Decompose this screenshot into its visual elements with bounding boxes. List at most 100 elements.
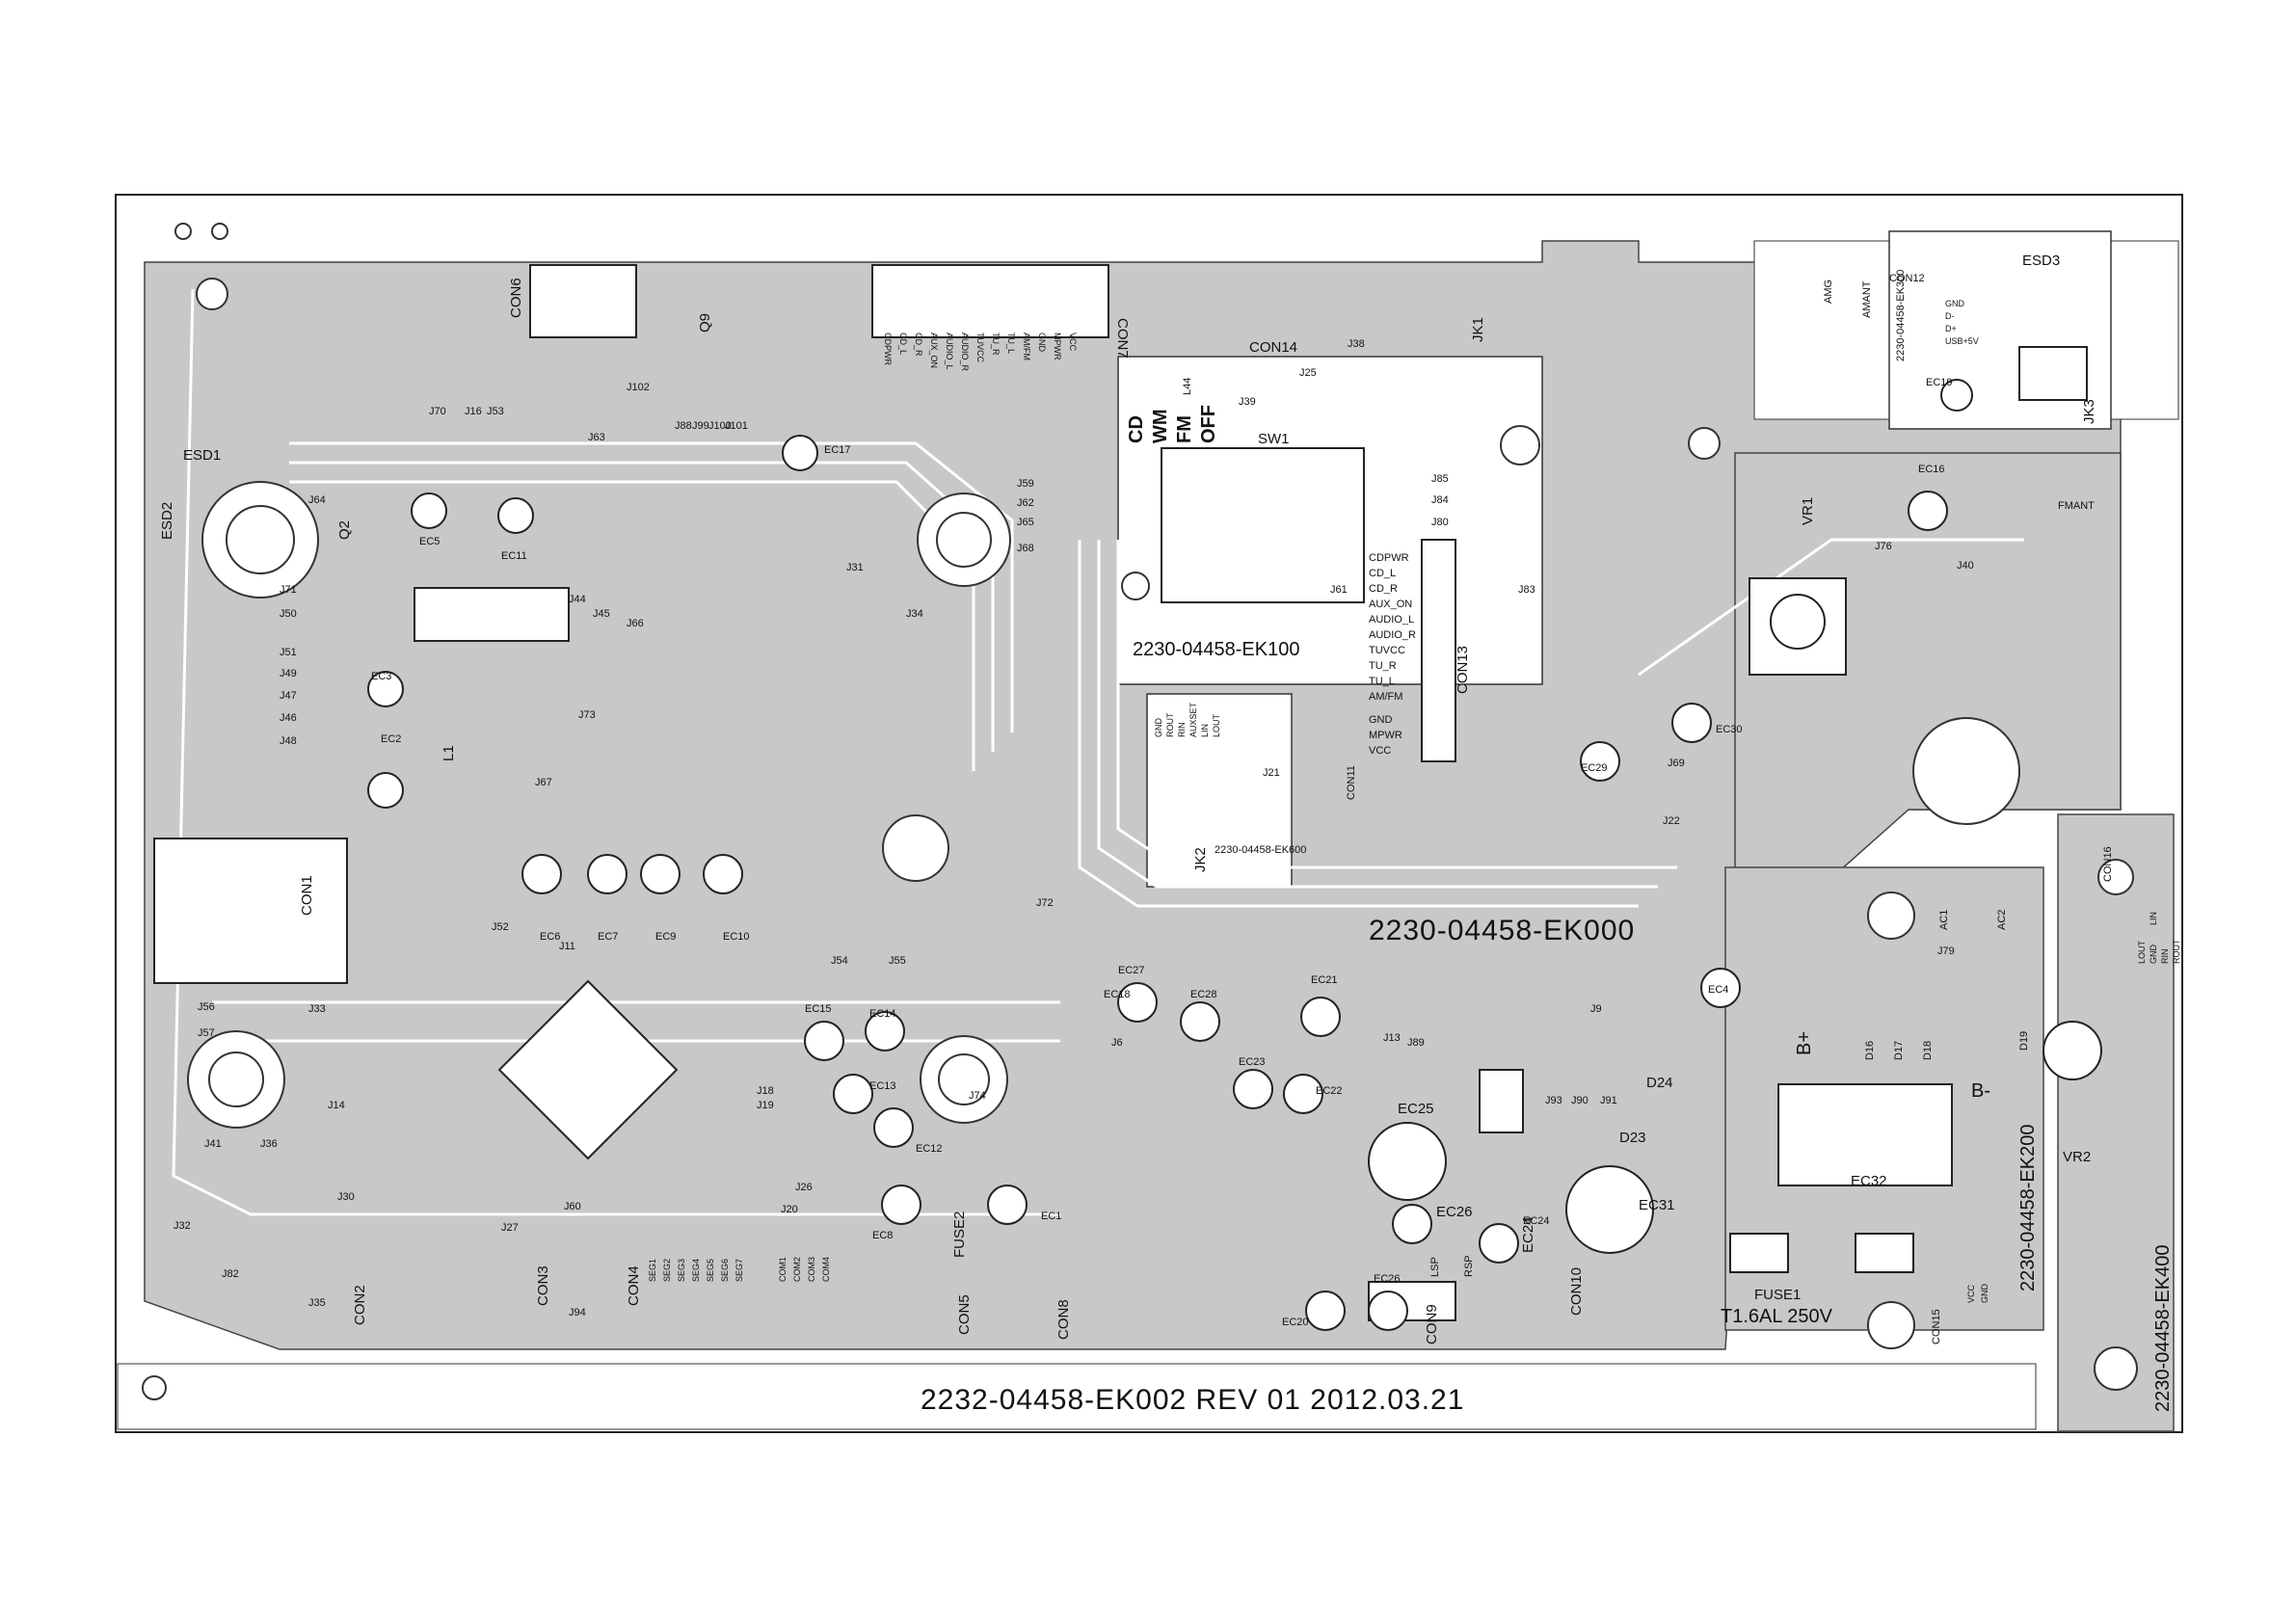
label-q2: Q2 — [336, 520, 353, 540]
capacitor-label: EC27 — [1118, 965, 1145, 976]
con12-pin: GND — [1945, 299, 1965, 308]
footer-revision: 2232-04458-EK002 REV 01 2012.03.21 — [921, 1384, 1464, 1416]
jumper-label: J74 — [969, 1090, 986, 1102]
jumper-label: J18 — [757, 1085, 774, 1097]
label-con6: CON6 — [508, 278, 524, 318]
label-con1: CON1 — [299, 875, 315, 916]
con4-pin: SEG1 — [648, 1259, 657, 1282]
aux-pin-labels: GND ROUT RIN AUXSET LIN LOUT — [1154, 702, 1221, 737]
capacitor-label: EC3 — [371, 671, 391, 682]
board-ek200-label: 2230-04458-EK200 — [2017, 1125, 2039, 1291]
con4-pin: SEG6 — [720, 1259, 730, 1282]
con16-pin-labels: LOUT GND RIN ROUT LIN — [2137, 912, 2181, 964]
jumper-label: J57 — [198, 1027, 215, 1039]
jumper-label: J63 — [588, 432, 605, 443]
label-ec32: EC32 — [1851, 1173, 1887, 1189]
jumper-label: J19 — [757, 1100, 774, 1111]
jumper-label: J49 — [280, 668, 297, 679]
label-esd1: ESD1 — [183, 447, 221, 464]
jumper-label: J85 — [1431, 473, 1449, 485]
jumper-label: J46 — [280, 712, 297, 724]
con4-pin: SEG2 — [662, 1259, 672, 1282]
fuse-name: FUSE1 — [1754, 1287, 1801, 1303]
label-d24: D24 — [1646, 1075, 1673, 1091]
jumper-label: J50 — [280, 608, 297, 620]
aux-pin: AUXSET — [1188, 702, 1198, 737]
capacitor-label: EC10 — [723, 931, 750, 943]
aux-pin: GND — [1154, 718, 1163, 738]
con4-pin: COM4 — [821, 1257, 831, 1282]
con16-pin: GND — [2149, 945, 2158, 965]
label-ec24: EC24 — [1520, 1216, 1536, 1253]
jumper-label: J16 — [465, 406, 482, 417]
con7-pin: TUVCC — [975, 333, 985, 362]
con12-pin-labels: GND D- D+ USB+5V — [1945, 299, 1979, 346]
capacitor-label: EC19 — [1926, 377, 1953, 388]
con12-pin: D+ — [1945, 324, 1957, 333]
capacitor-label: EC6 — [540, 931, 560, 943]
jumper-label: J70 — [429, 406, 446, 417]
label-ac1: AC1 — [1938, 910, 1950, 930]
capacitor-label: EC23 — [1239, 1056, 1266, 1068]
label-ec26: EC26 — [1436, 1204, 1473, 1220]
con7-pin: AUDIO_R — [960, 333, 970, 372]
jumper-label: J26 — [795, 1182, 813, 1193]
con7-pin: TU_R — [991, 333, 1001, 356]
jumper-label: J27 — [501, 1222, 519, 1234]
con13-pin: TU_R — [1369, 660, 1397, 672]
con12-pin: D- — [1945, 311, 1955, 321]
label-ac2: AC2 — [1996, 910, 2008, 930]
con13-pin: AM/FM — [1369, 691, 1402, 703]
jumper-label: J59 — [1017, 478, 1034, 490]
label-esd3: ESD3 — [2022, 253, 2060, 269]
label-q9: Q9 — [697, 313, 713, 333]
label-ec31: EC31 — [1639, 1197, 1675, 1213]
capacitor-label: EC18 — [1104, 989, 1131, 1000]
capacitor-label: EC16 — [1918, 464, 1945, 475]
jumper-label: J13 — [1383, 1032, 1401, 1044]
jumper-label: J52 — [492, 921, 509, 933]
label-jk3: JK3 — [2081, 399, 2097, 424]
jumper-label: J91 — [1600, 1095, 1617, 1106]
switch-label-cd: CD — [1126, 415, 1147, 443]
capacitor-label: EC17 — [824, 444, 851, 456]
capacitor-label: EC7 — [598, 931, 618, 943]
label-l1: L1 — [441, 745, 457, 761]
label-vcc: VCC — [1966, 1284, 1976, 1303]
jumper-label: J56 — [198, 1001, 215, 1013]
con7-pin: AUX_ON — [929, 333, 939, 368]
label-con12: CON12 — [1889, 273, 1925, 284]
jumper-label: J41 — [204, 1138, 222, 1150]
label-vr2: VR2 — [2063, 1149, 2091, 1165]
con4-pin: SEG5 — [706, 1259, 715, 1282]
capacitor-label: EC21 — [1311, 974, 1338, 986]
jumper-label: J82 — [222, 1268, 239, 1280]
main-board-label: 2230-04458-EK000 — [1369, 915, 1635, 946]
jumper-label: J14 — [328, 1100, 345, 1111]
con7-pin-labels: CDPWR CD_L CD_R AUX_ON AUDIO_L AUDIO_R T… — [883, 333, 1078, 372]
con13-pin: AUDIO_R — [1369, 629, 1416, 641]
label-fmant: FMANT — [2058, 500, 2095, 512]
capacitor-label: EC9 — [655, 931, 676, 943]
label-con10: CON10 — [1568, 1267, 1585, 1316]
capacitor-label: EC13 — [869, 1080, 896, 1092]
aux-pin: ROUT — [1165, 712, 1175, 737]
label-gnd: GND — [1980, 1284, 1989, 1304]
jumper-label: J25 — [1299, 367, 1317, 379]
jumper-label: J88 — [675, 420, 692, 432]
capacitor-label: EC12 — [916, 1143, 943, 1155]
board-ek100-label: 2230-04458-EK100 — [1133, 639, 1299, 660]
component-labels: ESD1 ESD2 ESD3 B+ B- AMG AMANT FMANT JK1… — [159, 253, 2114, 1344]
capacitor-label: EC20 — [1282, 1317, 1309, 1328]
jumper-label: J84 — [1431, 494, 1449, 506]
capacitor-label: EC4 — [1708, 984, 1728, 996]
label-d18: D18 — [1922, 1041, 1934, 1060]
capacitor-label: EC26 — [1374, 1273, 1401, 1285]
label-b-plus: B+ — [1794, 1031, 1815, 1055]
con4-pin: COM2 — [792, 1257, 802, 1282]
label-jk2: JK2 — [1192, 847, 1209, 872]
jumper-label: J66 — [627, 618, 644, 629]
con7-pin: CD_L — [898, 333, 908, 355]
